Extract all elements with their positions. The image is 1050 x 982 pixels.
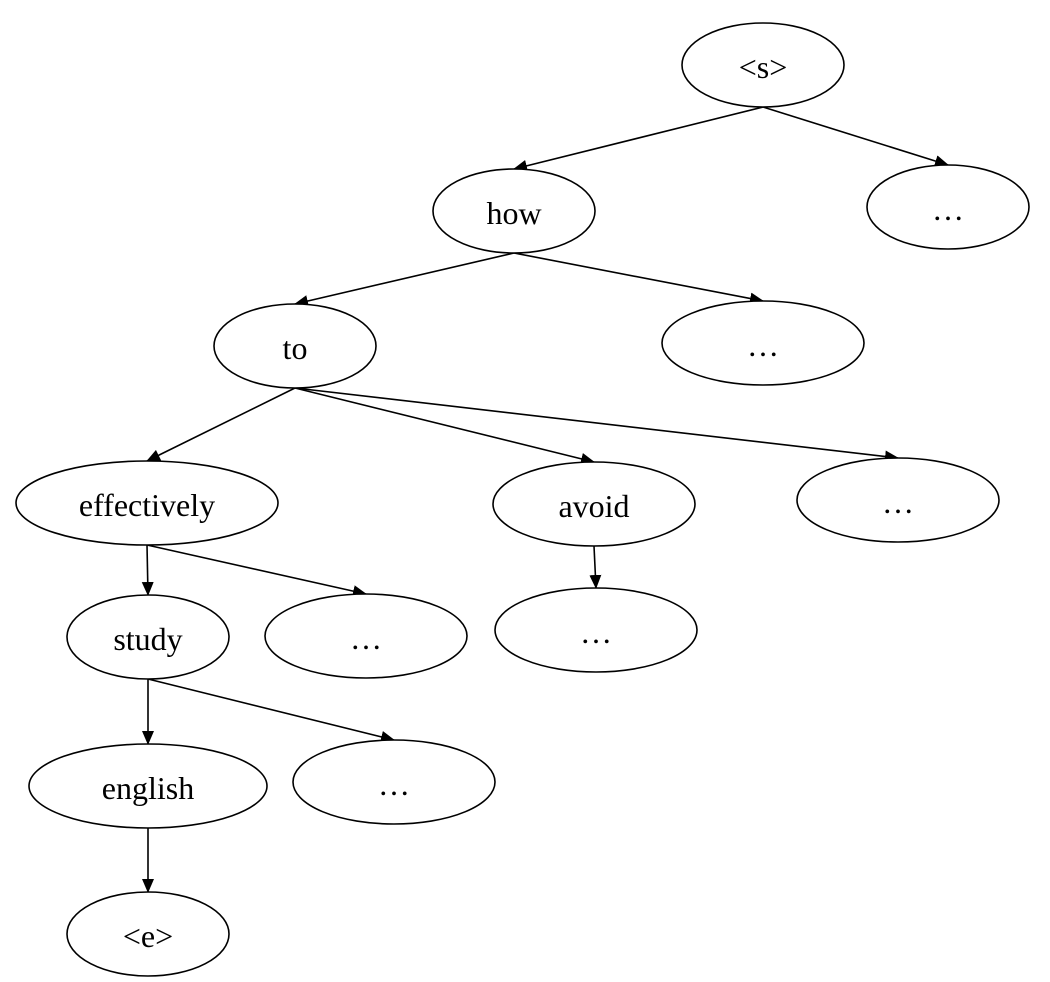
tree-node-e: <e> bbox=[66, 891, 230, 977]
node-label: … bbox=[932, 191, 964, 227]
node-label: how bbox=[486, 195, 541, 231]
node-label: … bbox=[350, 620, 382, 656]
node-label: to bbox=[283, 330, 308, 366]
node-ellipse bbox=[15, 460, 279, 546]
node-ellipse bbox=[264, 593, 468, 679]
tree-node-more2: … bbox=[661, 300, 865, 386]
node-label: … bbox=[580, 614, 612, 650]
edge-to-to-more3 bbox=[294, 387, 899, 463]
tree-node-more5: … bbox=[494, 587, 698, 673]
node-ellipse bbox=[866, 164, 1030, 250]
edge-s-to-how bbox=[513, 106, 764, 172]
tree-node-effectively: effectively bbox=[15, 460, 279, 546]
node-ellipse bbox=[66, 594, 230, 680]
node-ellipse bbox=[492, 461, 696, 547]
node-ellipse bbox=[292, 739, 496, 825]
edge-to-to-effectively bbox=[146, 387, 296, 462]
tree-node-to: to bbox=[213, 303, 377, 389]
tree-node-study: study bbox=[66, 594, 230, 680]
edge-effectively-to-study bbox=[141, 544, 154, 596]
edges-layer bbox=[141, 106, 949, 893]
node-ellipse bbox=[28, 743, 268, 829]
node-label: english bbox=[102, 770, 194, 806]
edge-study-to-more6 bbox=[147, 678, 395, 743]
node-label: avoid bbox=[558, 488, 629, 524]
node-ellipse bbox=[494, 587, 698, 673]
node-ellipse bbox=[661, 300, 865, 386]
edge-to-to-avoid bbox=[294, 387, 595, 465]
node-ellipse bbox=[681, 22, 845, 108]
tree-node-more3: … bbox=[796, 457, 1000, 543]
node-ellipse bbox=[796, 457, 1000, 543]
node-label: study bbox=[113, 621, 182, 657]
nodes-layer: <s> how … to … effectively avoid … study … … englis… bbox=[15, 22, 1030, 977]
node-ellipse bbox=[213, 303, 377, 389]
edge-s-to-more1 bbox=[762, 106, 949, 167]
tree-node-how: how bbox=[432, 168, 596, 254]
node-label: <s> bbox=[739, 49, 788, 85]
tree-node-more4: … bbox=[264, 593, 468, 679]
node-label: effectively bbox=[79, 487, 215, 523]
tree-node-more6: … bbox=[292, 739, 496, 825]
node-label: <e> bbox=[123, 918, 173, 954]
node-label: … bbox=[378, 766, 410, 802]
edge-how-to-to bbox=[294, 252, 515, 307]
tree-node-s: <s> bbox=[681, 22, 845, 108]
tree-node-avoid: avoid bbox=[492, 461, 696, 547]
tree-node-english: english bbox=[28, 743, 268, 829]
node-ellipse bbox=[66, 891, 230, 977]
edge-effectively-to-more4 bbox=[146, 544, 367, 598]
edge-how-to-more2 bbox=[513, 252, 764, 305]
node-label: … bbox=[747, 327, 779, 363]
tree-node-more1: … bbox=[866, 164, 1030, 250]
node-ellipse bbox=[432, 168, 596, 254]
node-label: … bbox=[882, 484, 914, 520]
edge-avoid-to-more5 bbox=[589, 545, 602, 589]
